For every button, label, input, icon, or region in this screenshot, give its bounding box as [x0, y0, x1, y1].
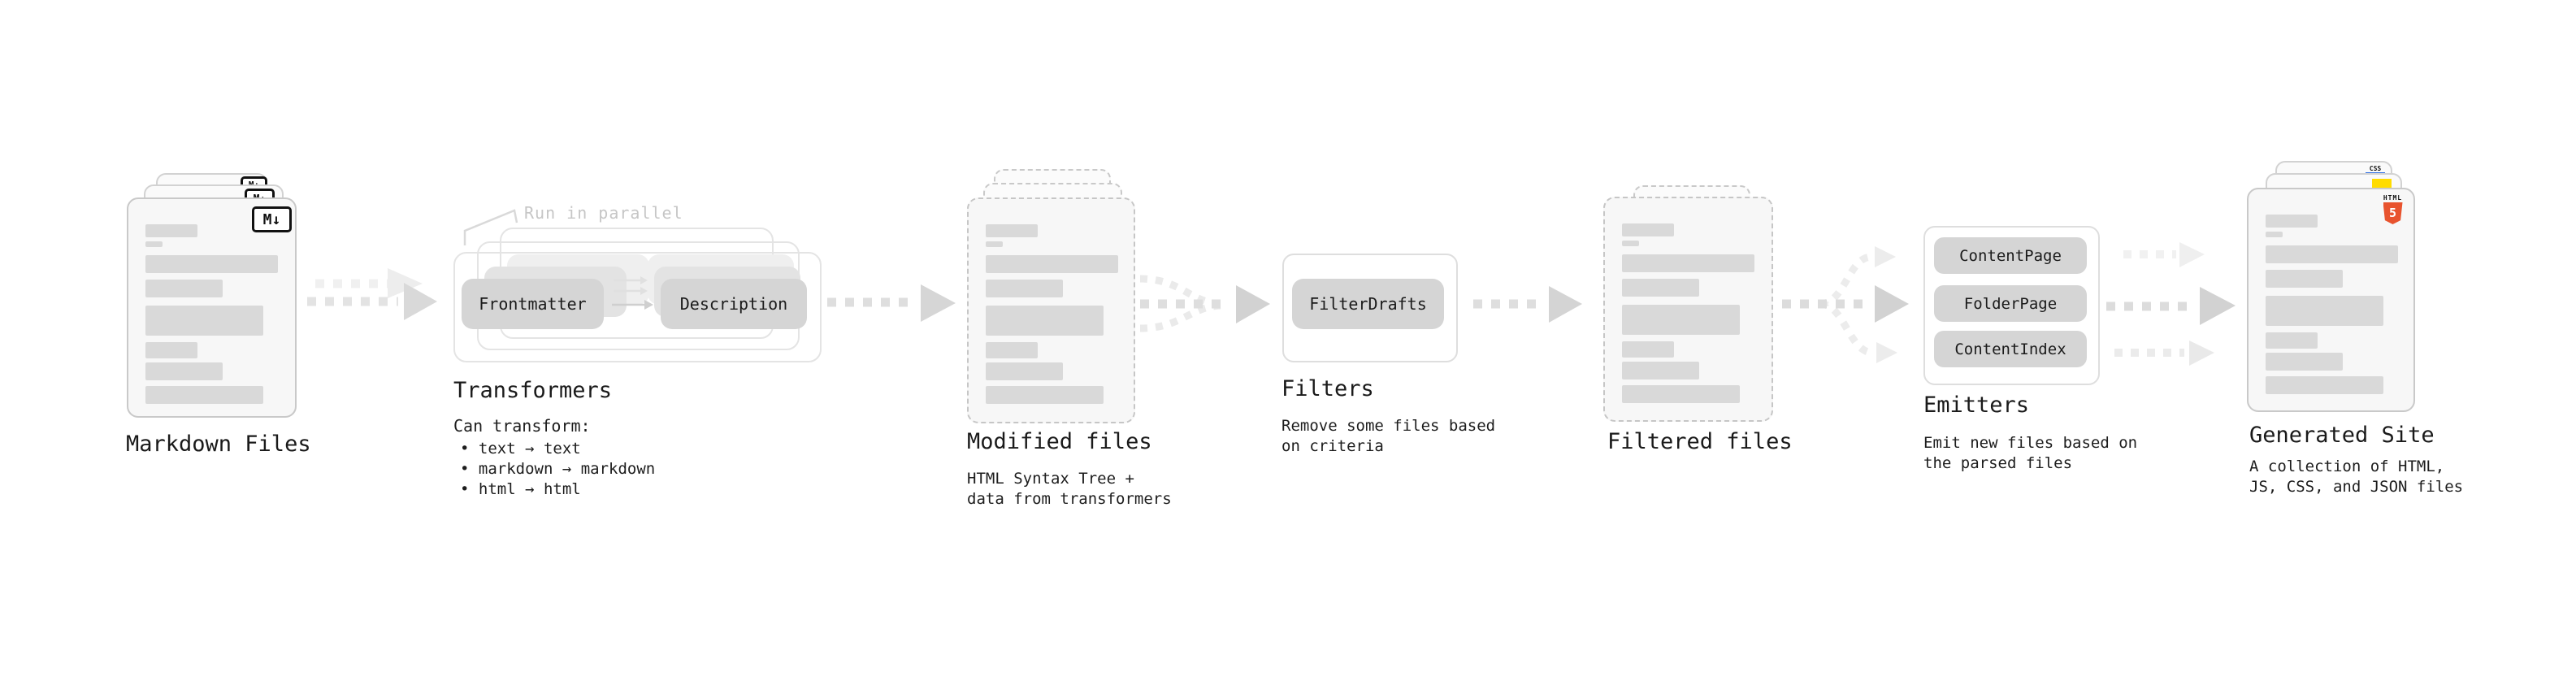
markdown-file-card: M↓ — [127, 197, 297, 418]
text-line-placeholder — [2266, 353, 2343, 371]
stage-label-filters: Filters — [1281, 376, 1374, 401]
transformer-description-box: Description — [661, 279, 807, 329]
transformers-caption: Can transform: — [453, 416, 591, 436]
parallel-arrows-icon — [612, 276, 653, 310]
emitter-content-index-box: ContentIndex — [1934, 331, 2087, 367]
modified-files-caption: HTML Syntax Tree + — [967, 470, 1134, 488]
text-line-placeholder — [145, 255, 278, 273]
text-line-placeholder — [145, 362, 223, 380]
emitters-caption: Emit new files based on — [1923, 434, 2138, 452]
stage-label-modified-files: Modified files — [967, 429, 1152, 454]
text-line-placeholder — [2266, 232, 2283, 237]
arrow-filters-to-filtered — [1473, 286, 1582, 323]
annotation-leader-line — [463, 209, 518, 245]
text-line-placeholder — [986, 241, 1003, 247]
text-line-placeholder — [1622, 254, 1754, 272]
text-line-placeholder — [145, 386, 263, 404]
emitter-content-page-box: ContentPage — [1934, 237, 2087, 274]
run-in-parallel-annotation: Run in parallel — [524, 203, 683, 223]
generated-site-card: HTML 5 — [2247, 188, 2415, 412]
text-line-placeholder — [1622, 223, 1674, 236]
text-line-placeholder — [2266, 245, 2398, 263]
html5-icon: HTML 5 — [2382, 194, 2404, 224]
arrow-transformers-to-modified — [827, 284, 956, 322]
text-line-placeholder — [145, 224, 197, 237]
transformers-bullet: • text → text — [460, 440, 581, 458]
text-line-placeholder — [986, 255, 1118, 273]
text-line-placeholder — [145, 241, 163, 247]
modified-files-caption: data from transformers — [967, 490, 1172, 508]
stage-label-filtered-files: Filtered files — [1607, 429, 1793, 454]
filter-drafts-box: FilterDrafts — [1292, 279, 1444, 329]
text-line-placeholder — [986, 362, 1063, 380]
text-line-placeholder — [145, 342, 197, 358]
markdown-icon: M↓ — [252, 206, 292, 232]
arrow-modified-to-filters — [1139, 275, 1270, 332]
arrows-emitters-to-generated — [2106, 242, 2236, 366]
html5-icon-word: HTML — [2383, 194, 2403, 202]
html5-icon-shield: 5 — [2383, 202, 2403, 224]
text-line-placeholder — [986, 280, 1063, 297]
text-line-placeholder — [2266, 296, 2383, 326]
text-line-placeholder — [986, 224, 1038, 237]
text-line-placeholder — [986, 306, 1104, 336]
emitters-caption: the parsed files — [1923, 454, 2073, 472]
text-line-placeholder — [986, 342, 1038, 358]
text-line-placeholder — [2266, 332, 2318, 349]
text-line-placeholder — [2266, 376, 2383, 394]
emitter-folder-page-box: FolderPage — [1934, 285, 2087, 322]
stage-label-transformers: Transformers — [453, 378, 613, 403]
text-line-placeholder — [1622, 385, 1740, 403]
transformers-bullet: • html → html — [460, 480, 581, 498]
text-line-placeholder — [1622, 305, 1740, 335]
text-line-placeholder — [145, 306, 263, 336]
transformers-bullet: • markdown → markdown — [460, 460, 656, 478]
text-line-placeholder — [1622, 362, 1699, 380]
text-line-placeholder — [2266, 215, 2318, 228]
modified-file-card — [967, 197, 1135, 423]
text-line-placeholder — [1622, 279, 1699, 297]
transformer-frame-front — [453, 252, 822, 362]
generated-site-caption: JS, CSS, and JSON files — [2249, 478, 2464, 496]
arrow-markdown-to-transformers — [307, 268, 437, 320]
filtered-file-card — [1603, 197, 1773, 422]
arrow-filtered-to-emitters — [1782, 246, 1909, 363]
text-line-placeholder — [1622, 341, 1674, 358]
stage-label-generated-site: Generated Site — [2249, 423, 2435, 448]
text-line-placeholder — [145, 280, 223, 297]
transformer-frontmatter-box: Frontmatter — [462, 279, 604, 329]
text-line-placeholder — [2266, 270, 2343, 288]
stage-label-markdown-files: Markdown Files — [126, 432, 311, 457]
stage-label-emitters: Emitters — [1923, 393, 2030, 418]
text-line-placeholder — [986, 386, 1104, 404]
filters-caption: Remove some files based — [1281, 417, 1496, 435]
js-icon — [2372, 179, 2392, 190]
generated-site-caption: A collection of HTML, — [2249, 458, 2445, 475]
text-line-placeholder — [1622, 241, 1639, 246]
filters-caption: on criteria — [1281, 437, 1384, 455]
